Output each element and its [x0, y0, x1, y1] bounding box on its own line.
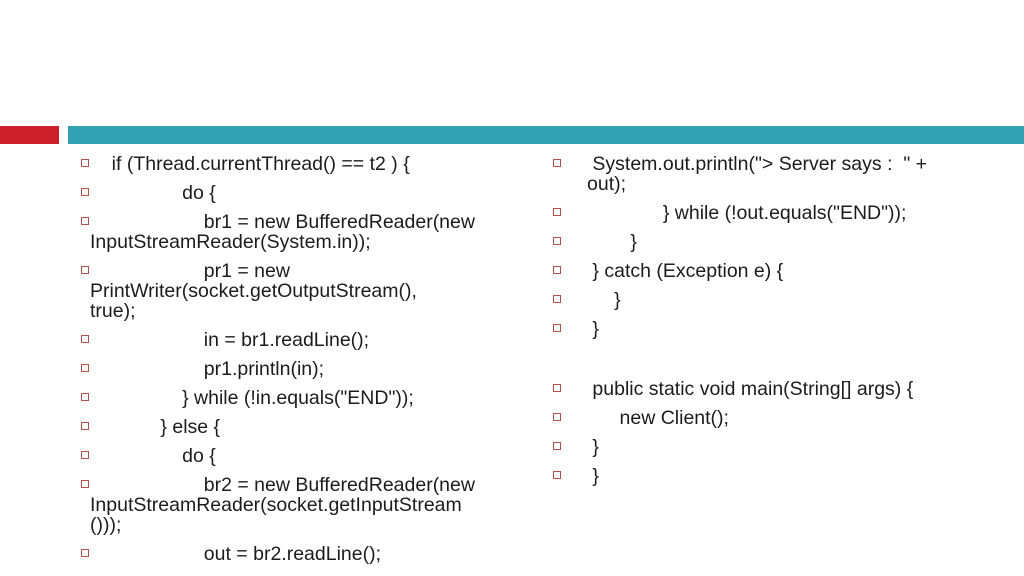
red-accent-block	[0, 126, 59, 144]
code-line: }	[587, 231, 637, 253]
bullet-square-icon	[81, 217, 89, 225]
blank-line	[587, 348, 1024, 379]
code-bullet-item: } catch (Exception e) {	[553, 260, 1024, 282]
bullet-square-icon	[553, 442, 561, 450]
code-line: System.out.println("> Server says : " +	[587, 153, 928, 175]
bullet-square-icon	[81, 364, 89, 372]
code-line: out);	[587, 173, 627, 195]
bullet-square-icon	[553, 471, 561, 479]
code-line: }	[587, 289, 621, 311]
code-line: out = br2.readLine();	[90, 543, 382, 565]
bullet-square-icon	[81, 480, 89, 488]
code-line: } else {	[90, 416, 221, 438]
bullet-square-icon	[81, 335, 89, 343]
code-line: if (Thread.currentThread() == t2 ) {	[90, 153, 410, 175]
code-bullet-item: public static void main(String[] args) {	[553, 378, 1024, 400]
teal-accent-bar	[68, 126, 1024, 144]
code-bullet-item: out = br2.readLine();	[81, 543, 560, 565]
bullet-square-icon	[81, 159, 89, 167]
code-line: public static void main(String[] args) {	[587, 378, 914, 400]
bullet-square-icon	[81, 422, 89, 430]
bullet-square-icon	[553, 324, 561, 332]
code-bullet-item: } else {	[81, 416, 560, 438]
code-bullet-item: }	[553, 318, 1024, 340]
code-bullet-item: }	[553, 231, 1024, 253]
code-bullet-item: do {	[81, 445, 560, 467]
bullet-square-icon	[81, 266, 89, 274]
code-line: PrintWriter(socket.getOutputStream(),	[90, 280, 417, 302]
code-bullet-item: } while (!out.equals("END"));	[553, 202, 1024, 224]
code-bullet-item: } while (!in.equals("END"));	[81, 387, 560, 409]
code-line: } while (!out.equals("END"));	[587, 202, 907, 224]
code-line: ()));	[90, 514, 122, 536]
code-bullet-item: }	[553, 465, 1024, 487]
code-line: br2 = new BufferedReader(new	[90, 474, 475, 496]
code-line: InputStreamReader(socket.getInputStream	[90, 494, 462, 516]
code-column-left: if (Thread.currentThread() == t2 ) { do …	[81, 153, 560, 573]
code-bullet-item: new Client();	[553, 407, 1024, 429]
code-line: }	[587, 436, 599, 458]
code-line: do {	[90, 445, 216, 467]
bullet-square-icon	[81, 393, 89, 401]
code-line: }	[587, 465, 599, 487]
bullet-square-icon	[553, 295, 561, 303]
code-line: } while (!in.equals("END"));	[90, 387, 414, 409]
code-bullet-item: if (Thread.currentThread() == t2 ) {	[81, 153, 560, 175]
code-line: do {	[90, 182, 216, 204]
code-line: new Client();	[587, 407, 729, 429]
bullet-square-icon	[553, 413, 561, 421]
bullet-square-icon	[553, 266, 561, 274]
code-bullet-item: in = br1.readLine();	[81, 329, 560, 351]
bullet-square-icon	[553, 384, 561, 392]
code-line: InputStreamReader(System.in));	[90, 231, 371, 253]
code-bullet-item: pr1.println(in);	[81, 358, 560, 380]
bullet-square-icon	[81, 188, 89, 196]
bullet-square-icon	[553, 159, 561, 167]
code-line: pr1.println(in);	[90, 358, 325, 380]
code-bullet-item: }	[553, 436, 1024, 458]
code-line: in = br1.readLine();	[90, 329, 370, 351]
code-line: } catch (Exception e) {	[587, 260, 784, 282]
code-line: }	[587, 318, 599, 340]
bullet-square-icon	[81, 451, 89, 459]
bullet-square-icon	[81, 549, 89, 557]
code-line: br1 = new BufferedReader(new	[90, 211, 475, 233]
code-line: pr1 = new	[90, 260, 290, 282]
code-line: true);	[90, 300, 136, 322]
code-bullet-item: System.out.println("> Server says : " +o…	[553, 153, 1024, 195]
bullet-square-icon	[553, 208, 561, 216]
code-column-right: System.out.println("> Server says : " +o…	[553, 153, 1024, 495]
code-bullet-item: do {	[81, 182, 560, 204]
code-bullet-item: }	[553, 289, 1024, 311]
bullet-square-icon	[553, 237, 561, 245]
